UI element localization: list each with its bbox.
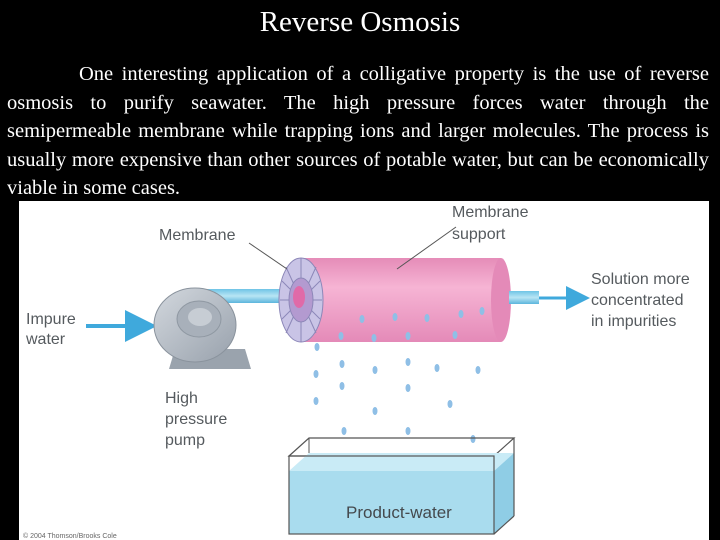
impure-water-label-line2: water <box>25 331 66 348</box>
impure-water-label-line1: Impure <box>26 311 76 328</box>
concentrated-label-line2: concentrated <box>591 292 684 309</box>
pump-label-line2: pressure <box>165 411 227 428</box>
membrane-leader-line <box>248 242 288 270</box>
slide-title: Reverse Osmosis <box>259 6 461 38</box>
pump-label-line1: High <box>165 390 198 407</box>
concentrated-label-line1: Solution more <box>591 271 690 288</box>
membrane-support-label-line1: Membrane <box>452 204 529 221</box>
outlet-pipe <box>509 291 539 304</box>
slide-paragraph: One interesting application of a colliga… <box>7 63 709 199</box>
membrane-cylinder <box>278 257 511 343</box>
membrane-support-label-line2: support <box>452 226 506 243</box>
water-droplets <box>313 307 485 443</box>
product-water-tank <box>287 437 516 535</box>
reverse-osmosis-diagram: Membrane Membrane support Impure water H… <box>19 201 709 540</box>
high-pressure-pump <box>153 287 251 369</box>
product-water-label: Product-water <box>346 503 452 522</box>
membrane-label: Membrane <box>159 227 236 244</box>
membrane-support-leader-line <box>396 226 457 270</box>
concentrated-label-line3: in impurities <box>591 313 676 330</box>
pump-label-line3: pump <box>165 432 205 449</box>
copyright-text: © 2004 Thomson/Brooks Cole <box>23 532 117 540</box>
